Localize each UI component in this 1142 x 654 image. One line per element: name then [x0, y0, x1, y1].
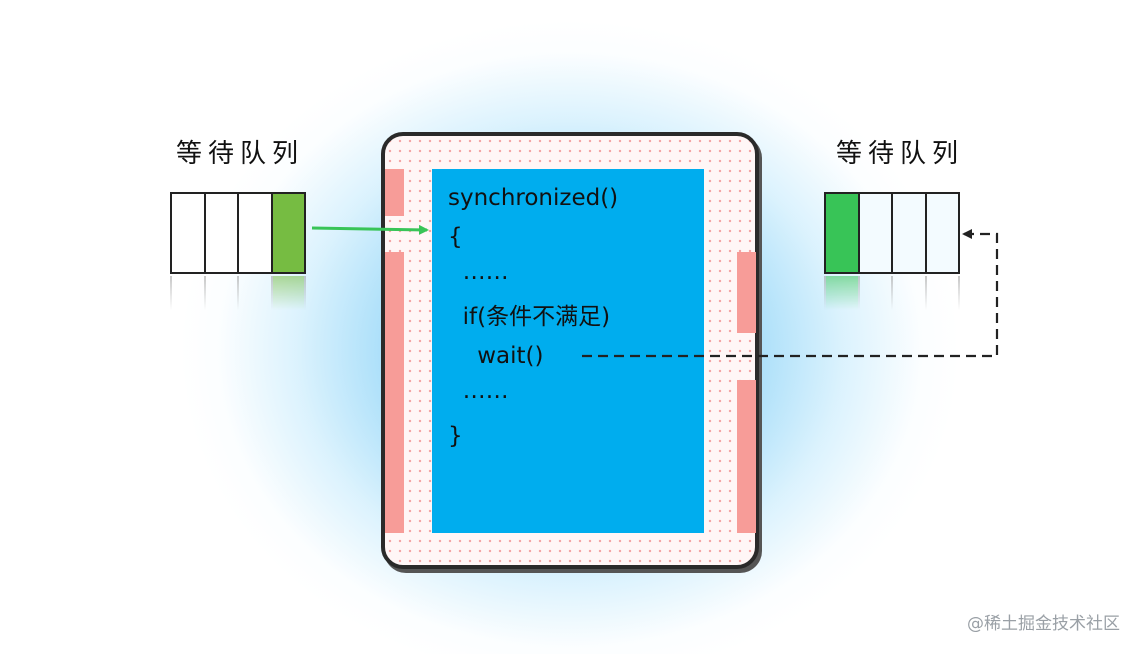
entry-door-top	[385, 169, 404, 216]
enter-monitor-arrow	[311, 224, 429, 235]
left-wait-queue	[170, 192, 306, 274]
left-wall-bar	[385, 252, 404, 533]
queue-slot-reflection	[824, 276, 860, 310]
queue-slot-reflection	[860, 276, 893, 310]
queue-slot	[206, 194, 239, 272]
left-queue-label: 等待队列	[176, 139, 305, 169]
watermark: @稀土掘金技术社区	[967, 614, 1120, 634]
code-line: if(条件不满足)	[448, 304, 611, 330]
wait-to-queue-arrow	[582, 229, 999, 358]
queue-slot-reflection	[239, 276, 273, 310]
queue-slot	[239, 194, 273, 272]
queue-slot	[893, 194, 927, 272]
queue-slot-reflection	[927, 276, 960, 310]
queue-slot-occupied	[826, 194, 860, 272]
queue-slot-reflection	[272, 276, 306, 310]
code-line: ……	[448, 378, 509, 404]
code-line: wait()	[448, 343, 544, 369]
right-wall-bar	[737, 380, 756, 533]
right-queue-label: 等待队列	[836, 139, 965, 169]
exit-door-right	[737, 252, 756, 333]
code-line: {	[448, 224, 463, 250]
queue-slot-reflection	[170, 276, 206, 310]
right-queue-reflection	[824, 276, 960, 310]
left-queue-reflection	[170, 276, 306, 310]
code-line: }	[448, 423, 463, 449]
right-wait-queue	[824, 192, 960, 274]
code-line: ……	[448, 259, 509, 285]
queue-slot-reflection	[206, 276, 239, 310]
queue-slot	[860, 194, 893, 272]
queue-slot	[172, 194, 206, 272]
queue-slot-reflection	[893, 276, 927, 310]
code-line: synchronized()	[448, 185, 619, 211]
queue-slot-occupied	[272, 194, 304, 272]
code-area	[432, 169, 704, 533]
